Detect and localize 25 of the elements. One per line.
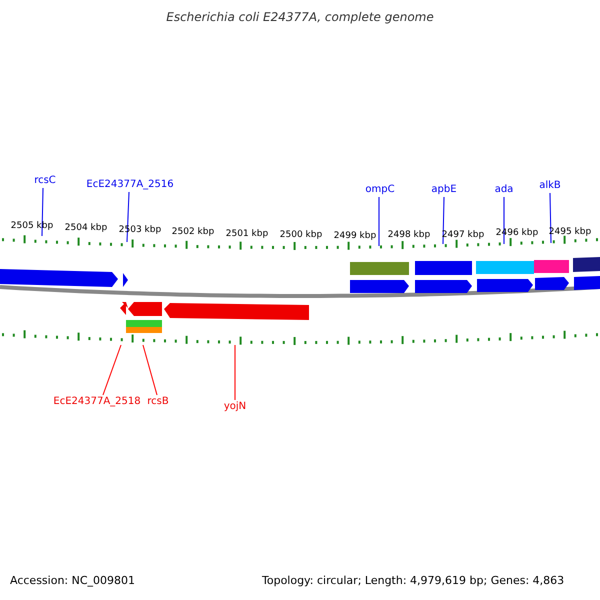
accession-text: Accession: NC_009801 — [10, 575, 136, 586]
gene-label: EcE24377A_2518 — [53, 397, 141, 407]
scale-label: 2498 kbp — [388, 231, 430, 240]
gene-label: ompC — [365, 185, 395, 195]
gene-label: alkB — [539, 181, 561, 191]
leader-line — [126, 192, 130, 242]
gene-label: EcE24377A_2516 — [86, 180, 174, 190]
scale-label: 2502 kbp — [172, 228, 214, 237]
leader-line — [550, 192, 552, 244]
leader-line — [102, 344, 122, 396]
scale-label: 2499 kbp — [334, 232, 376, 241]
leader-line — [234, 344, 236, 400]
leader-line — [442, 196, 444, 244]
scale-label: 2500 kbp — [280, 231, 322, 240]
gene-label: rcsC — [34, 176, 56, 186]
leader-line — [142, 344, 158, 396]
scale-label: 2501 kbp — [226, 230, 268, 239]
diagram-title: Escherichia coli E24377A, complete genome — [166, 11, 434, 23]
genome-info-text: Topology: circular; Length: 4,979,619 bp; Genes: 4,863 — [262, 575, 564, 586]
leader-line — [42, 188, 44, 236]
gene-label: yojN — [224, 402, 246, 412]
leader-line — [378, 196, 380, 246]
gene-label: ada — [494, 185, 514, 195]
gene-label: apbE — [431, 185, 457, 195]
gene-label: rcsB — [147, 397, 169, 407]
